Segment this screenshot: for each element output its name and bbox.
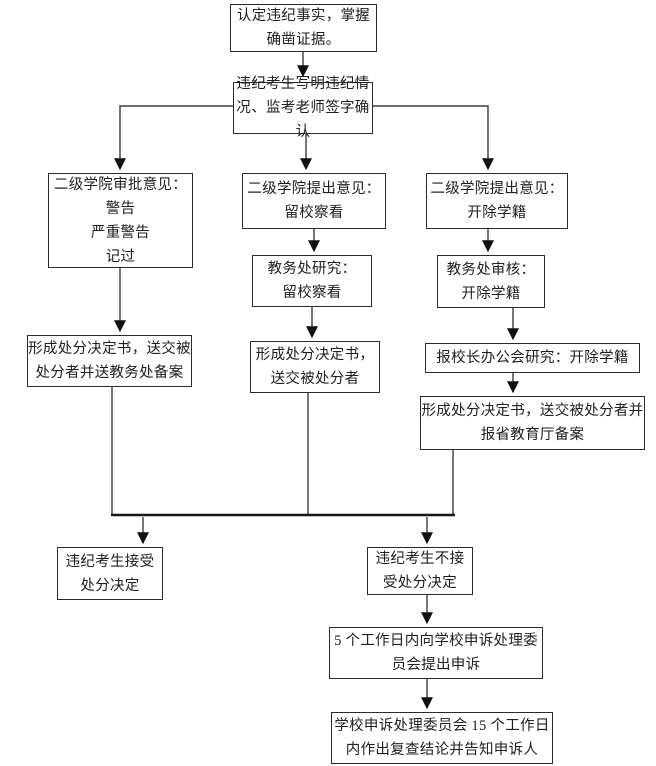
- node-college-expulsion: 二级学院提出意见： 开除学籍: [426, 173, 568, 229]
- node-president-meeting: 报校长办公会研究：开除学籍: [425, 343, 640, 373]
- connector-confirm-warning: [114, 105, 233, 171]
- node-review-result: 学校申诉处理委员会 15 个工作日 内作出复查结论并告知申诉人: [331, 712, 553, 764]
- node-academic-office-review: 教务处审核： 开除学籍: [437, 255, 545, 308]
- node-identify-facts: 认定违纪事实，掌握 确凿证据。: [230, 4, 377, 52]
- node-decision-expulsion: 形成处分决定书，送交被处分者并 报省教育厅备案: [420, 396, 645, 450]
- node-decision-probation: 形成处分决定书， 送交被处分者: [250, 341, 380, 393]
- node-college-warning: 二级学院审批意见： 警告 严重警告 记过: [48, 173, 193, 268]
- connector-confirm-expulsion: [373, 105, 494, 171]
- node-accept-decision: 违纪考生接受 处分决定: [57, 547, 163, 600]
- node-academic-office-research: 教务处研究： 留校察看: [252, 255, 372, 307]
- node-file-appeal: 5 个工作日内向学校申诉处理委 员会提出申诉: [329, 627, 543, 679]
- node-college-probation: 二级学院提出意见： 留校察看: [242, 173, 386, 229]
- node-student-confirmation: 违纪考生写明违纪情 况、监考老师签字确认: [233, 76, 373, 140]
- node-reject-decision: 违纪考生不接 受处分决定: [367, 547, 473, 595]
- node-decision-warning: 形成处分决定书，送交被 处分者并送教务处备案: [27, 335, 192, 387]
